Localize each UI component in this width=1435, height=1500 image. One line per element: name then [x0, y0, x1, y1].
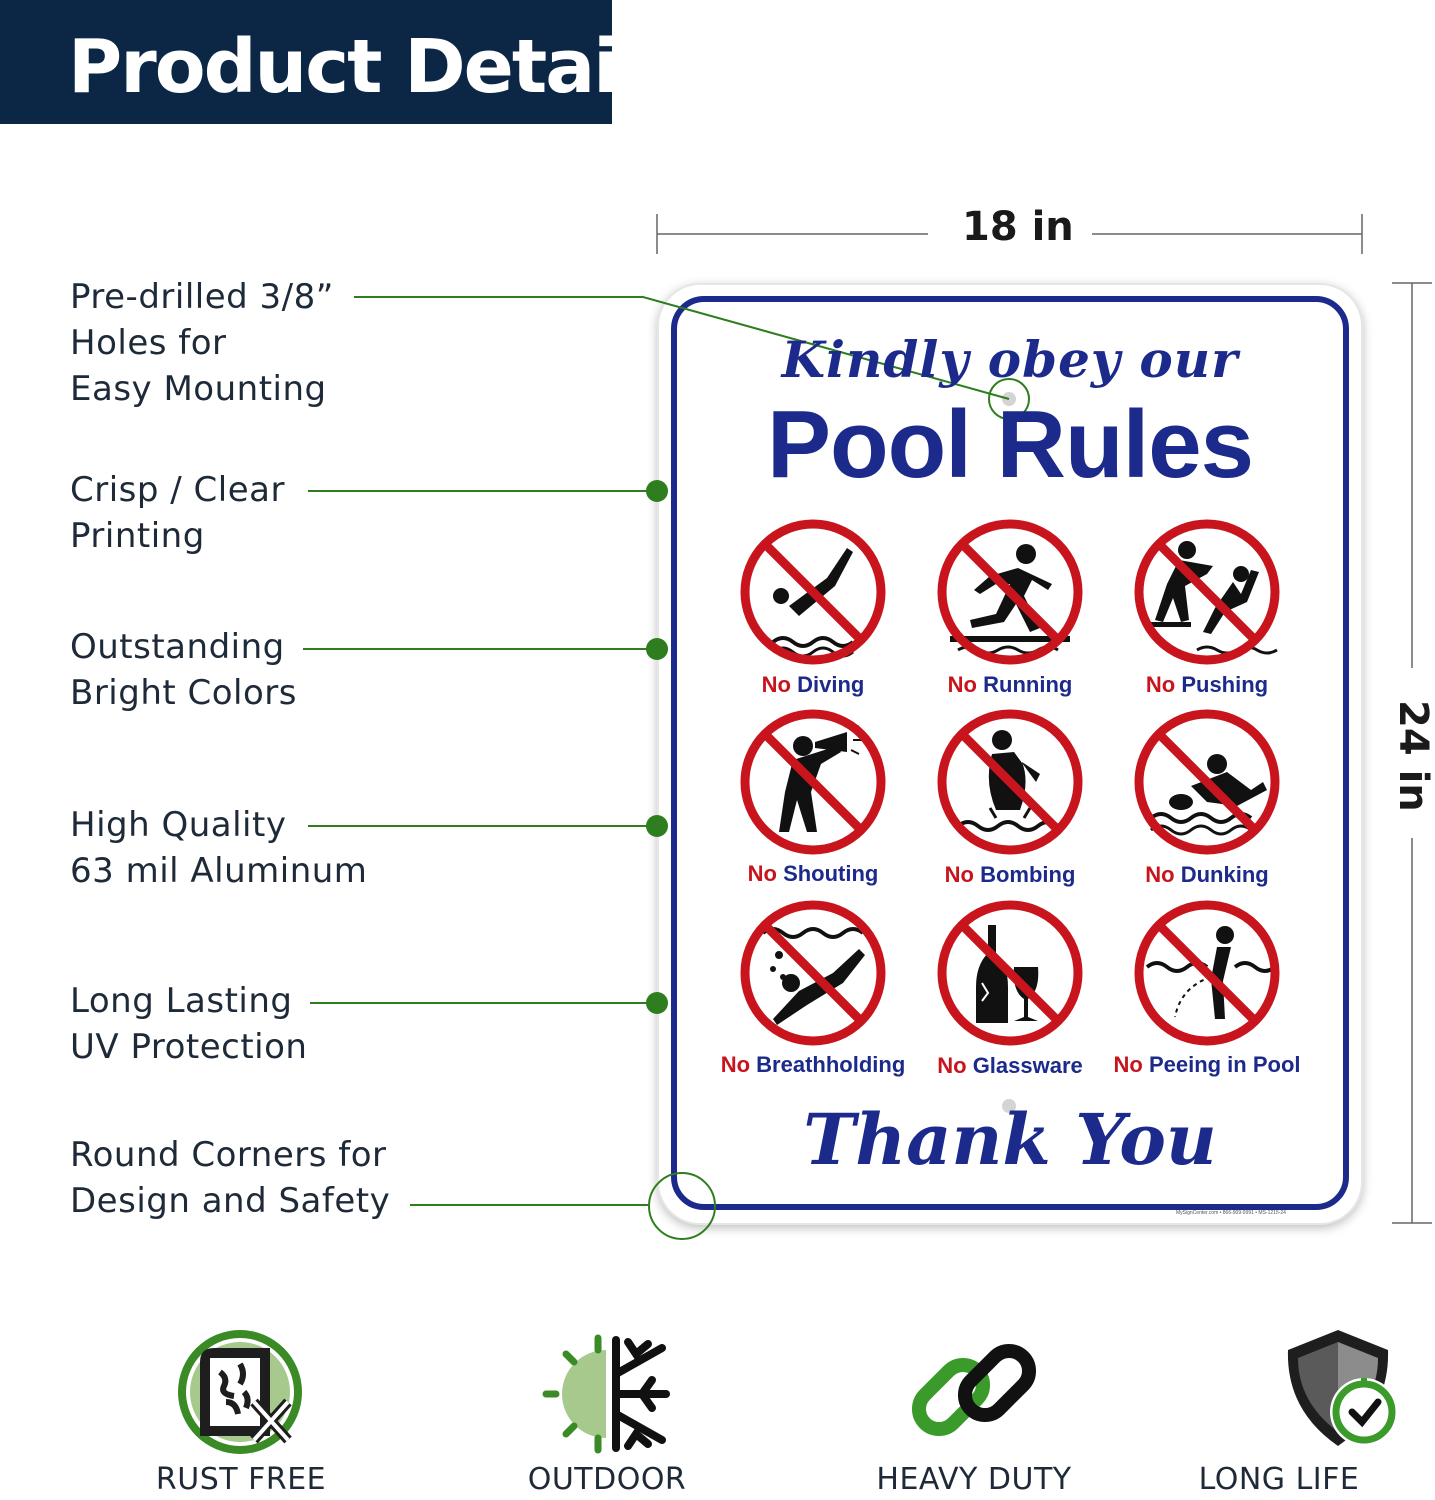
bombing-icon [937, 709, 1083, 855]
rust-free-icon [178, 1330, 302, 1454]
peeing-icon [1134, 900, 1280, 1046]
rule-label: No Pushing [1145, 672, 1269, 697]
sign-title: Pool Rules [766, 391, 1254, 498]
feature-aluminum: High Quality 63 mil Aluminum [70, 805, 368, 891]
rule-label: No Peeing in Pool [1113, 1052, 1301, 1077]
diving-icon [740, 519, 886, 665]
shield-check-icon [1287, 1330, 1398, 1446]
rule-label: No Dunking [1145, 862, 1269, 887]
breathholding-icon [740, 900, 886, 1046]
feature-bright-colors: Outstanding Bright Colors [70, 627, 298, 713]
callout-dots [646, 480, 668, 1014]
rule-label: No Glassware [937, 1053, 1083, 1078]
sun-snowflake-icon [542, 1334, 670, 1454]
width-dimension-line [656, 214, 1363, 254]
badge-label-heavy-duty: HEAVY DUTY [876, 1462, 1072, 1497]
sign-thank-you: Thank You [803, 1098, 1217, 1181]
rule-label: No Shouting [747, 861, 879, 886]
sign-border [671, 296, 1349, 1210]
badge-label-long-life: LONG LIFE [1198, 1462, 1360, 1497]
dunking-icon [1134, 709, 1280, 855]
width-label: 18 in [962, 204, 1074, 250]
running-icon [937, 519, 1083, 665]
feature-mounting-holes: Pre-drilled 3/8” Holes for Easy Mounting [70, 277, 334, 409]
feature-crisp-printing: Crisp / Clear Printing [70, 470, 285, 556]
rule-label: No Diving [761, 672, 865, 697]
feature-uv-protection: Long Lasting UV Protection [70, 981, 308, 1067]
sign-fine-print: MySignCenter.com • 866-909-9991 • MS-121… [1176, 1210, 1286, 1216]
badge-label-rust-free: RUST FREE [155, 1462, 327, 1497]
badge-label-outdoor: OUTDOOR [527, 1462, 687, 1497]
rule-icons [740, 519, 1280, 1046]
rule-label: No Running [947, 672, 1073, 697]
height-label: 24 in [1390, 700, 1435, 812]
pushing-icon [1134, 519, 1280, 665]
chain-link-icon [911, 1343, 1037, 1437]
rule-label: No Bombing [944, 862, 1076, 887]
callout-lines [303, 296, 1030, 1240]
mounting-hole-bottom [1002, 1099, 1016, 1113]
header-banner: Product Details [0, 0, 684, 124]
shouting-icon [740, 709, 886, 855]
rule-label: No Breathholding [720, 1052, 906, 1077]
glassware-icon [937, 900, 1083, 1046]
height-dimension-line [1392, 282, 1432, 1224]
feature-round-corners: Round Corners for Design and Safety [70, 1135, 391, 1221]
sign-subtitle: Kindly obey our [781, 330, 1239, 389]
page-title: Product Details [68, 24, 684, 110]
